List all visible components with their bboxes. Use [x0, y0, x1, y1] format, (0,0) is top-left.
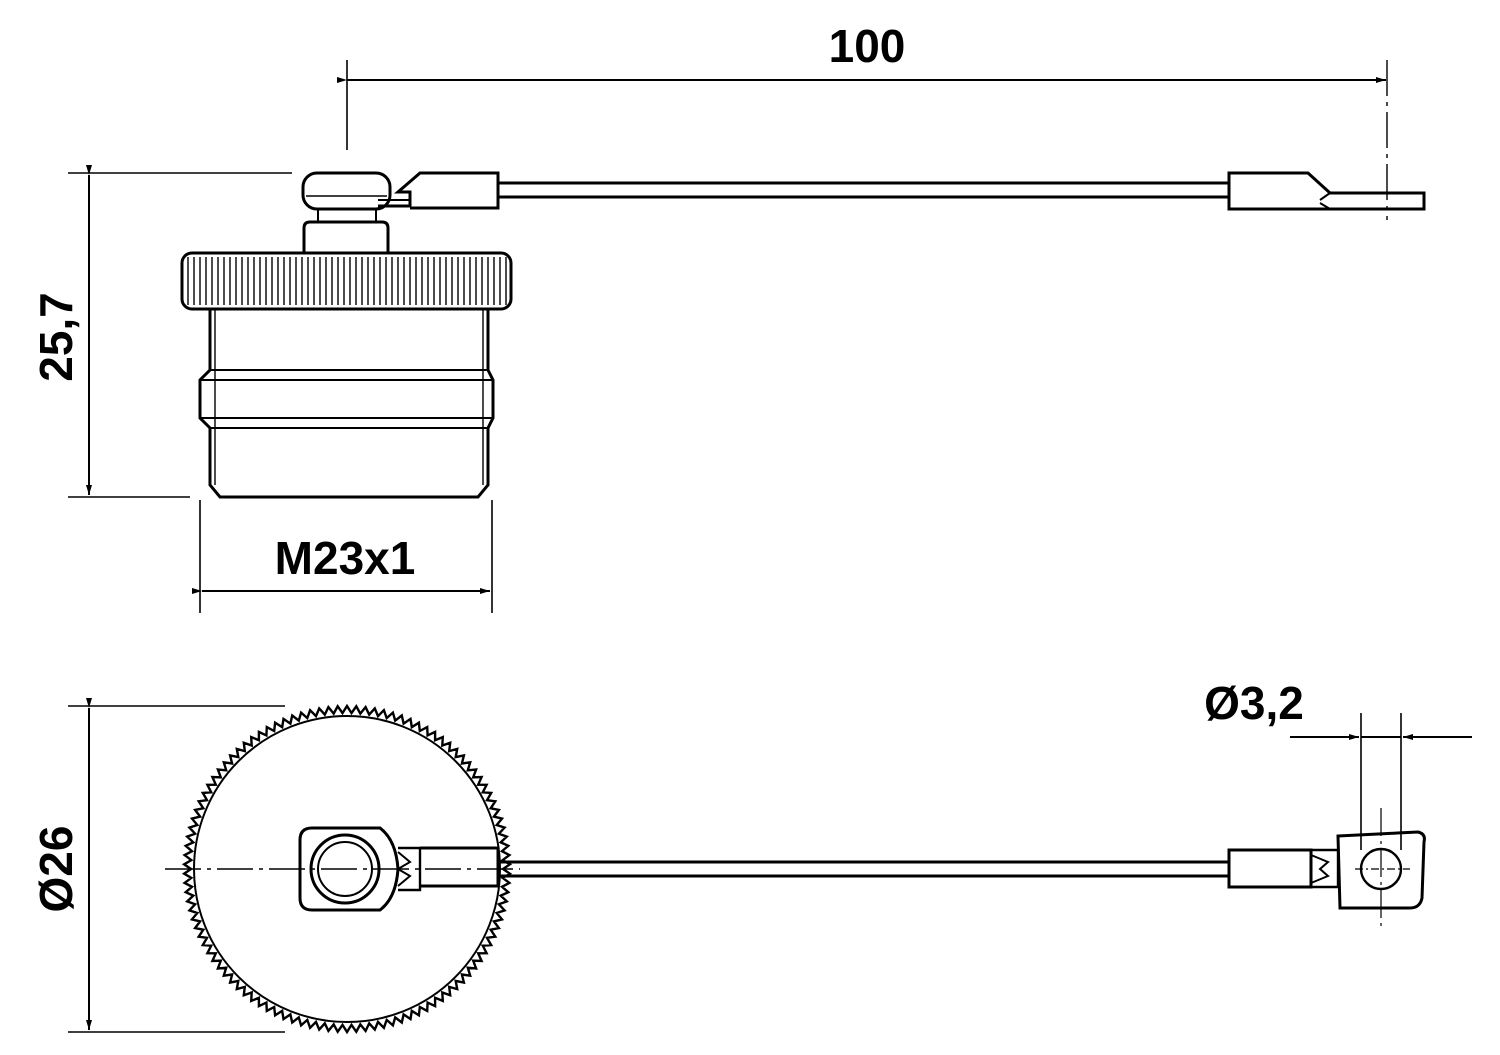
rivet-stud — [301, 171, 392, 253]
cap-knurled-ring — [180, 251, 513, 311]
lanyard-crimp-right — [1227, 60, 1426, 220]
dimension-thread-label: M23x1 — [275, 532, 416, 584]
dimension-thread: M23x1 — [192, 500, 493, 613]
lanyard-eyelet — [1310, 808, 1426, 930]
side-view: 100 25,7 M23x1 — [30, 20, 1426, 613]
dimension-hole-diameter: Ø3,2 — [1204, 677, 1472, 850]
top-view: Ø26 Ø3,2 — [30, 677, 1472, 1035]
dimension-outer-diameter: Ø26 — [30, 698, 285, 1033]
dimension-height-label: 25,7 — [30, 292, 82, 382]
lanyard-top — [420, 846, 1313, 889]
rivet-eye — [298, 826, 422, 912]
knurl-lines — [187, 257, 507, 305]
cap-body — [198, 309, 495, 499]
dimension-length-label: 100 — [829, 20, 906, 72]
dimension-hole-diameter-label: Ø3,2 — [1204, 677, 1304, 729]
lanyard-wire-side — [498, 181, 1230, 199]
lanyard-crimp-left — [378, 171, 500, 210]
dimension-length: 100 — [337, 20, 1386, 150]
dimension-height: 25,7 — [30, 165, 292, 498]
dimension-outer-diameter-label: Ø26 — [30, 826, 82, 913]
